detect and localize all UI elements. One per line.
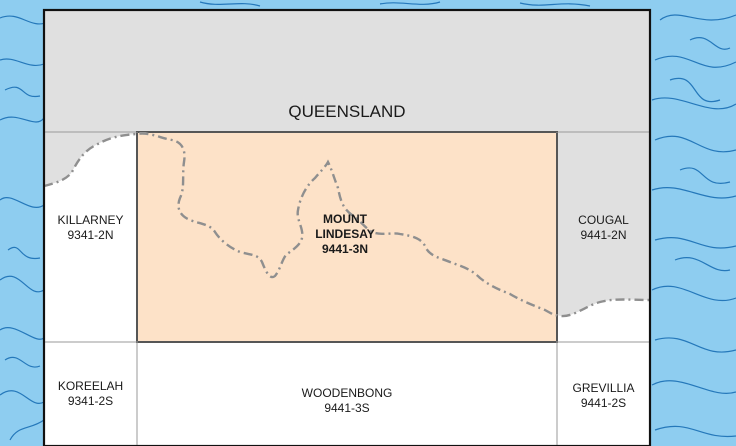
killarney-name: KILLARNEY <box>57 213 124 227</box>
koreelah-code: 9341-2S <box>67 394 114 408</box>
cougal-name: COUGAL <box>578 213 629 227</box>
state-border-line <box>43 132 651 318</box>
queensland-region <box>44 10 650 132</box>
koreelah-name: KOREELAH <box>57 379 124 393</box>
grevillia-name: GREVILLIA <box>572 381 635 395</box>
grevillia-label: GREVILLIA 9441-2S <box>557 381 650 411</box>
index-frame <box>42 8 652 446</box>
cougal-label: COUGAL 9441-2N <box>557 213 650 243</box>
woodenbong-name: WOODENBONG <box>301 386 393 400</box>
mount-lindesay-sheet <box>136 131 558 343</box>
killarney-label: KILLARNEY 9341-2N <box>44 213 137 243</box>
woodenbong-code: 9441-3S <box>324 401 370 415</box>
cougal-nsw-part <box>557 299 650 342</box>
sheet-grid-lines <box>44 131 650 446</box>
killarney-code: 9341-2N <box>67 228 114 242</box>
koreelah-label: KOREELAH 9341-2S <box>44 379 137 409</box>
mount-lindesay-label: MOUNT LINDESAY 9441-3N <box>285 212 405 257</box>
mount-lindesay-name-line1: MOUNT <box>323 212 367 226</box>
queensland-label-text: QUEENSLAND <box>288 102 406 121</box>
mount-lindesay-name-line2: LINDESAY <box>315 227 375 241</box>
koreelah-region <box>44 342 137 446</box>
grevillia-region <box>557 342 650 446</box>
woodenbong-region <box>137 342 557 446</box>
queensland-label: QUEENSLAND <box>44 101 650 122</box>
grevillia-code: 9441-2S <box>580 396 627 410</box>
cougal-code: 9441-2N <box>580 228 627 242</box>
killarney-queensland-part <box>44 132 137 186</box>
mount-lindesay-code: 9441-3N <box>321 242 369 256</box>
woodenbong-label: WOODENBONG 9441-3S <box>137 386 557 416</box>
